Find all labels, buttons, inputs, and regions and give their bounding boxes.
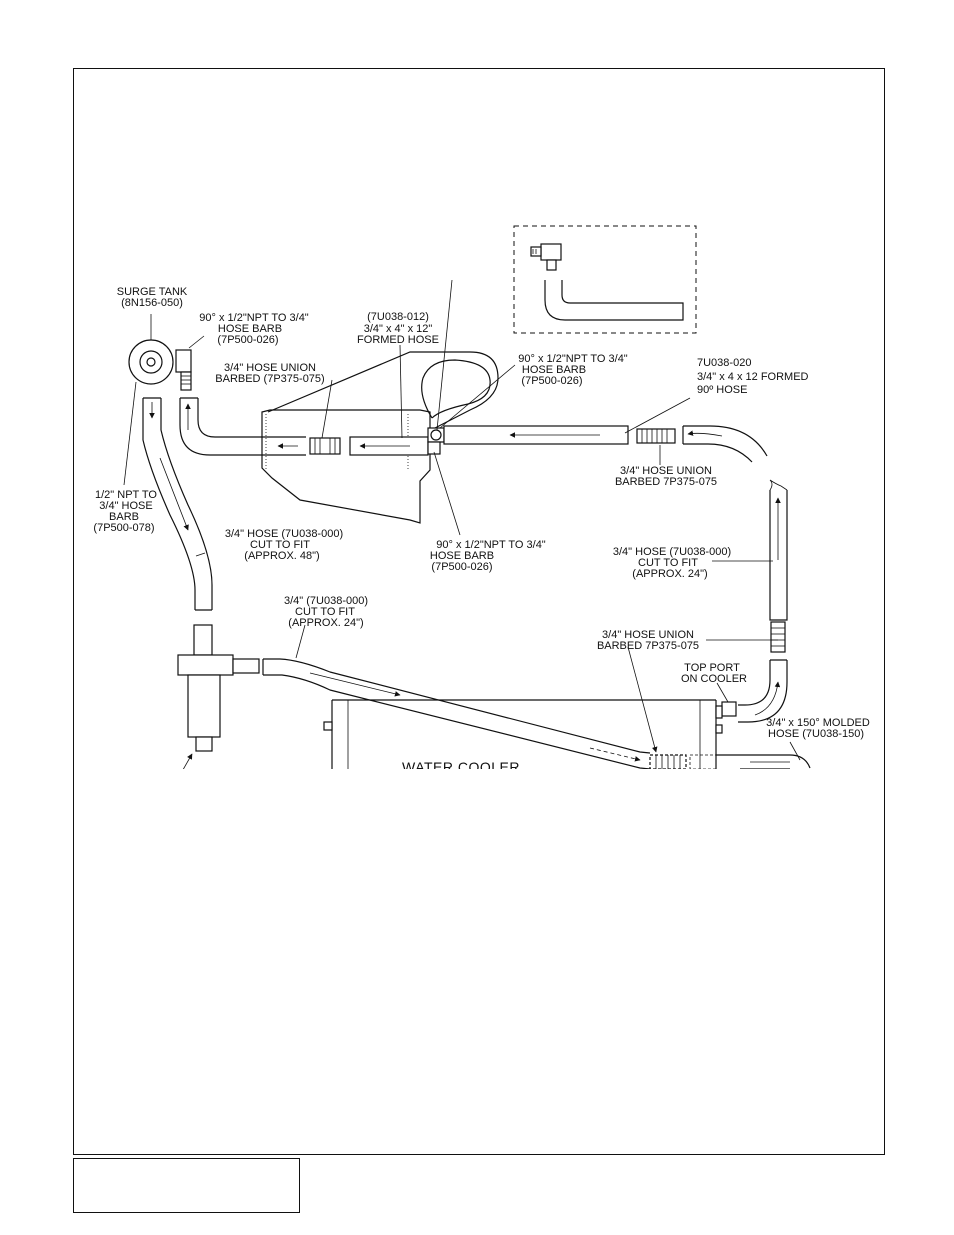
diagonal-hose — [262, 658, 717, 769]
label-hose-24-right-2: CUT TO FIT — [638, 557, 698, 569]
label-formed-hose-020-3: 90º HOSE — [697, 384, 747, 396]
detail-inset — [513, 225, 697, 334]
label-molded-hose-1: 3/4" x 150° MOLDED — [766, 717, 870, 729]
formed-hose-020 — [443, 425, 768, 463]
label-barb-top-left-2: HOSE BARB — [218, 323, 282, 335]
label-barb-lower-mid-1: 90° x 1/2"NPT TO 3/4" — [436, 539, 546, 551]
label-top-port-1: TOP PORT — [684, 662, 740, 674]
bracket-hose — [268, 427, 445, 456]
label-npt-barb-4: (7P500-078) — [93, 522, 154, 534]
label-hose-24-left-3: (APPROX. 24") — [288, 617, 363, 629]
label-npt-barb-3: BARB — [109, 511, 139, 523]
label-molded-hose-2: HOSE (7U038-150) — [768, 728, 864, 740]
label-formed-hose-012-2: 3/4" x 4" x 12" — [364, 323, 433, 335]
label-barb-top-left-3: (7P500-026) — [217, 334, 278, 346]
water-cooler — [323, 699, 811, 769]
title-block — [73, 1158, 300, 1213]
label-hose-24-left-2: CUT TO FIT — [295, 606, 355, 618]
leader-lines — [195, 279, 801, 761]
return-hose-upper — [179, 397, 268, 456]
label-union-right-2: BARBED 7P375-075 — [615, 476, 717, 488]
label-union-lower-2: BARBED 7P375-075 — [597, 640, 699, 652]
label-formed-hose-012-3: FORMED HOSE — [357, 334, 439, 346]
vertical-hose-left — [123, 381, 213, 611]
label-formed-hose-012-1: (7U038-012) — [367, 311, 429, 323]
label-top-port-2: ON COOLER — [681, 673, 747, 685]
label-barb-lower-mid-2: HOSE BARB — [430, 550, 494, 562]
label-formed-hose-020-2: 3/4" x 4 x 12 FORMED — [697, 371, 809, 383]
formed-hose-loop — [267, 351, 499, 429]
label-surge-tank-2: (8N156-050) — [121, 297, 183, 309]
label-barb-upper-mid-1: 90° x 1/2"NPT TO 3/4" — [518, 353, 628, 365]
label-formed-hose-020-1: 7U038-020 — [697, 357, 751, 369]
label-barb-lower-mid-3: (7P500-026) — [431, 561, 492, 573]
label-union-left-2: BARBED (7P375-075) — [215, 373, 324, 385]
label-barb-top-left-1: 90° x 1/2"NPT TO 3/4" — [199, 312, 309, 324]
label-union-lower-1: 3/4" HOSE UNION — [602, 629, 694, 641]
label-hose-48-3: (APPROX. 48") — [244, 550, 319, 562]
tee-fitting — [177, 624, 260, 769]
mounting-bracket — [261, 409, 431, 524]
surge-tank — [128, 314, 174, 385]
label-union-left-1: 3/4" HOSE UNION — [224, 362, 316, 374]
vertical-hose-right — [721, 479, 788, 723]
label-union-right-1: 3/4" HOSE UNION — [620, 465, 712, 477]
label-hose-24-right-3: (APPROX. 24") — [632, 568, 707, 580]
label-barb-upper-mid-3: (7P500-026) — [521, 375, 582, 387]
label-barb-upper-mid-2: HOSE BARB — [522, 364, 586, 376]
label-hose-48-1: 3/4" HOSE (7U038-000) — [225, 528, 343, 540]
drawing-frame — [73, 68, 885, 1155]
label-hose-24-right-1: 3/4" HOSE (7U038-000) — [613, 546, 731, 558]
label-surge-tank-1: SURGE TANK — [117, 286, 188, 298]
label-npt-barb-2: 3/4" HOSE — [99, 500, 152, 512]
label-water-cooler: WATER COOLER — [402, 759, 520, 775]
label-hose-24-left-1: 3/4" (7U038-000) — [284, 595, 368, 607]
label-hose-48-2: CUT TO FIT — [250, 539, 310, 551]
hose-barb-top-left — [175, 335, 205, 391]
label-npt-barb-1: 1/2" NPT TO — [95, 489, 157, 501]
callout-labels: SURGE TANK (8N156-050) 90° x 1/2"NPT TO … — [93, 286, 870, 775]
